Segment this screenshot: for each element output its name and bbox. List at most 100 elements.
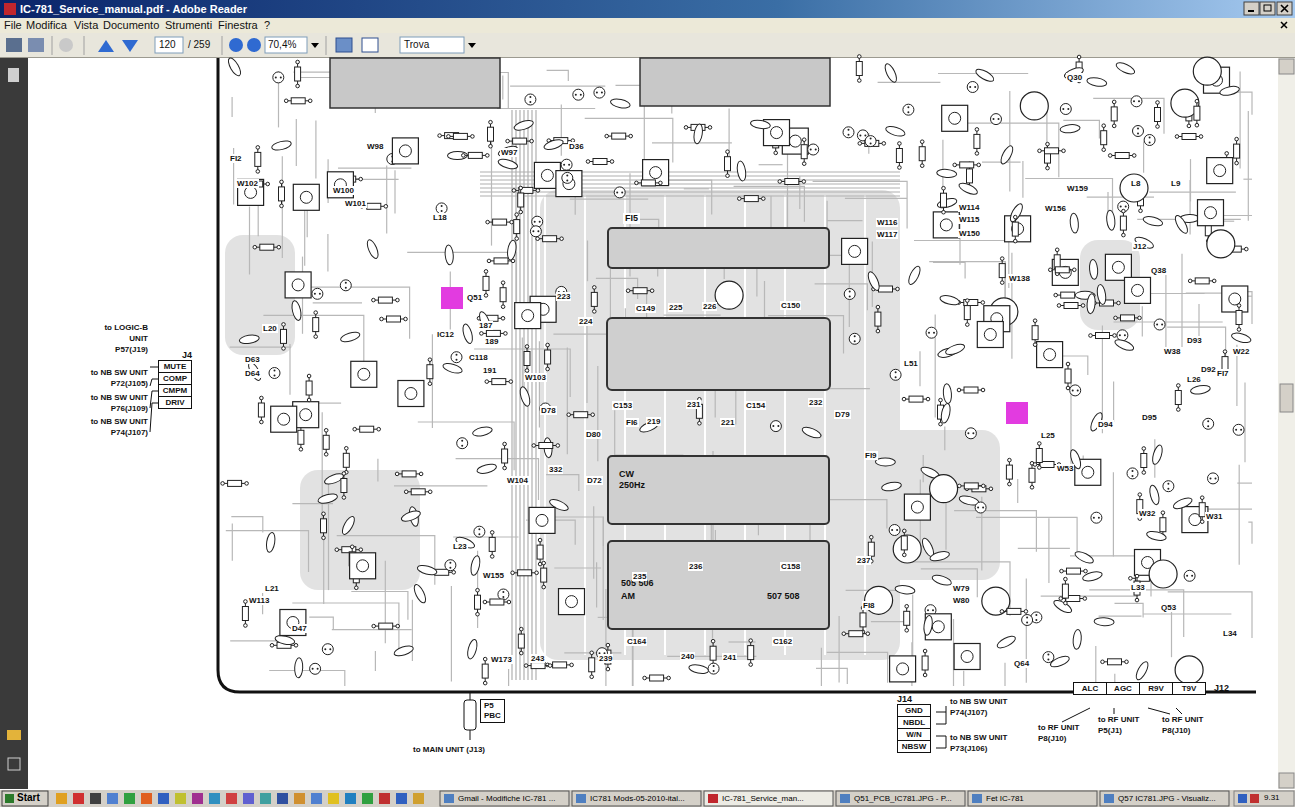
trace (491, 141, 492, 245)
trace (510, 86, 605, 87)
pad (738, 197, 742, 201)
trace (570, 199, 648, 200)
trace (1025, 179, 1112, 223)
resistor-symbol (260, 244, 274, 250)
taskbar-button (968, 791, 1097, 806)
trace (226, 531, 309, 572)
component (255, 146, 261, 174)
capacitor-symbol (1134, 660, 1150, 681)
pad (284, 99, 288, 103)
pad (253, 245, 257, 249)
resistor-symbol (1101, 131, 1107, 145)
pad (903, 553, 907, 557)
pad (322, 536, 326, 540)
component (1233, 424, 1244, 435)
component (483, 270, 489, 298)
component (1012, 215, 1018, 243)
pin-dot (1125, 206, 1127, 208)
pad (977, 163, 981, 167)
component (447, 151, 467, 159)
resistor-symbol (879, 286, 893, 292)
component (904, 494, 930, 520)
pin-label: AGC (1114, 684, 1132, 693)
component (922, 649, 928, 677)
coil-core (278, 413, 290, 425)
transistor-symbol (1118, 201, 1129, 212)
pad (1066, 362, 1070, 366)
component (365, 238, 380, 260)
component (635, 180, 663, 186)
resistor-symbol (295, 67, 301, 81)
connector-pin: NBSW (897, 740, 931, 753)
pin-dot (815, 149, 817, 151)
pad (1187, 124, 1191, 128)
transistor-symbol (1070, 385, 1081, 396)
destination-note: to RF UNIT P8(J10) (1038, 722, 1084, 744)
resistor-symbol (313, 318, 319, 332)
coil-symbol (529, 507, 555, 533)
pin-dot (772, 425, 774, 427)
component (340, 280, 351, 291)
resistor-symbol (402, 471, 416, 477)
pin-dot (1207, 425, 1209, 427)
trace (1181, 254, 1182, 347)
pad (307, 374, 311, 378)
pad (1038, 149, 1042, 153)
menu-item: Modifica (26, 19, 67, 32)
trace (1095, 646, 1096, 686)
pad (510, 220, 514, 224)
trace (734, 186, 805, 221)
capacitor-symbol (1142, 215, 1163, 228)
leader-line (150, 367, 158, 368)
trace (306, 287, 409, 339)
pin-dot (441, 205, 443, 207)
resistor-symbol (513, 138, 527, 144)
resistor-symbol (486, 330, 500, 336)
part-label: C154 (745, 401, 766, 410)
resistor-symbol (1007, 608, 1021, 614)
pad (546, 367, 550, 371)
pad (1081, 304, 1085, 308)
pad (1101, 660, 1105, 664)
resistor-symbol (502, 449, 508, 463)
launch-icon (107, 793, 118, 804)
component (866, 270, 881, 292)
part-label: J12 (1132, 242, 1147, 251)
trace (1238, 92, 1252, 115)
pad (1175, 135, 1179, 139)
transistor-symbol (975, 502, 986, 513)
transistor-symbol (614, 187, 625, 198)
pad (556, 444, 560, 448)
pad (1000, 281, 1004, 285)
component (239, 334, 260, 345)
pad (353, 427, 357, 431)
part-label: IC12 (436, 330, 455, 339)
capacitor-symbol (497, 144, 519, 158)
coil-symbol (977, 322, 1003, 348)
transistor-symbol (1144, 135, 1155, 146)
resistor-symbol (518, 193, 524, 207)
component (273, 72, 284, 83)
component (1236, 304, 1242, 332)
pad (548, 664, 552, 668)
trace (903, 562, 1010, 616)
coil-core (358, 368, 370, 380)
part-label: W117 (876, 230, 898, 239)
pad (982, 484, 986, 488)
resistor-symbol (531, 663, 545, 669)
coil-symbol (942, 105, 968, 131)
crystal-filter: 505 506AM507 508 (607, 540, 830, 630)
part-label: C150 (780, 301, 801, 310)
component (500, 281, 506, 309)
component (589, 651, 595, 679)
coil-core (932, 621, 944, 633)
pin-dot (621, 191, 623, 193)
trace (1189, 180, 1190, 235)
capacitor-symbol (866, 270, 881, 292)
capacitor-symbol (466, 639, 479, 660)
part-label: D64 (244, 369, 261, 378)
pin-dot (324, 648, 326, 650)
capacitor-symbol (736, 160, 747, 181)
prev-page-icon (98, 40, 114, 52)
resistor-symbol (343, 453, 349, 467)
